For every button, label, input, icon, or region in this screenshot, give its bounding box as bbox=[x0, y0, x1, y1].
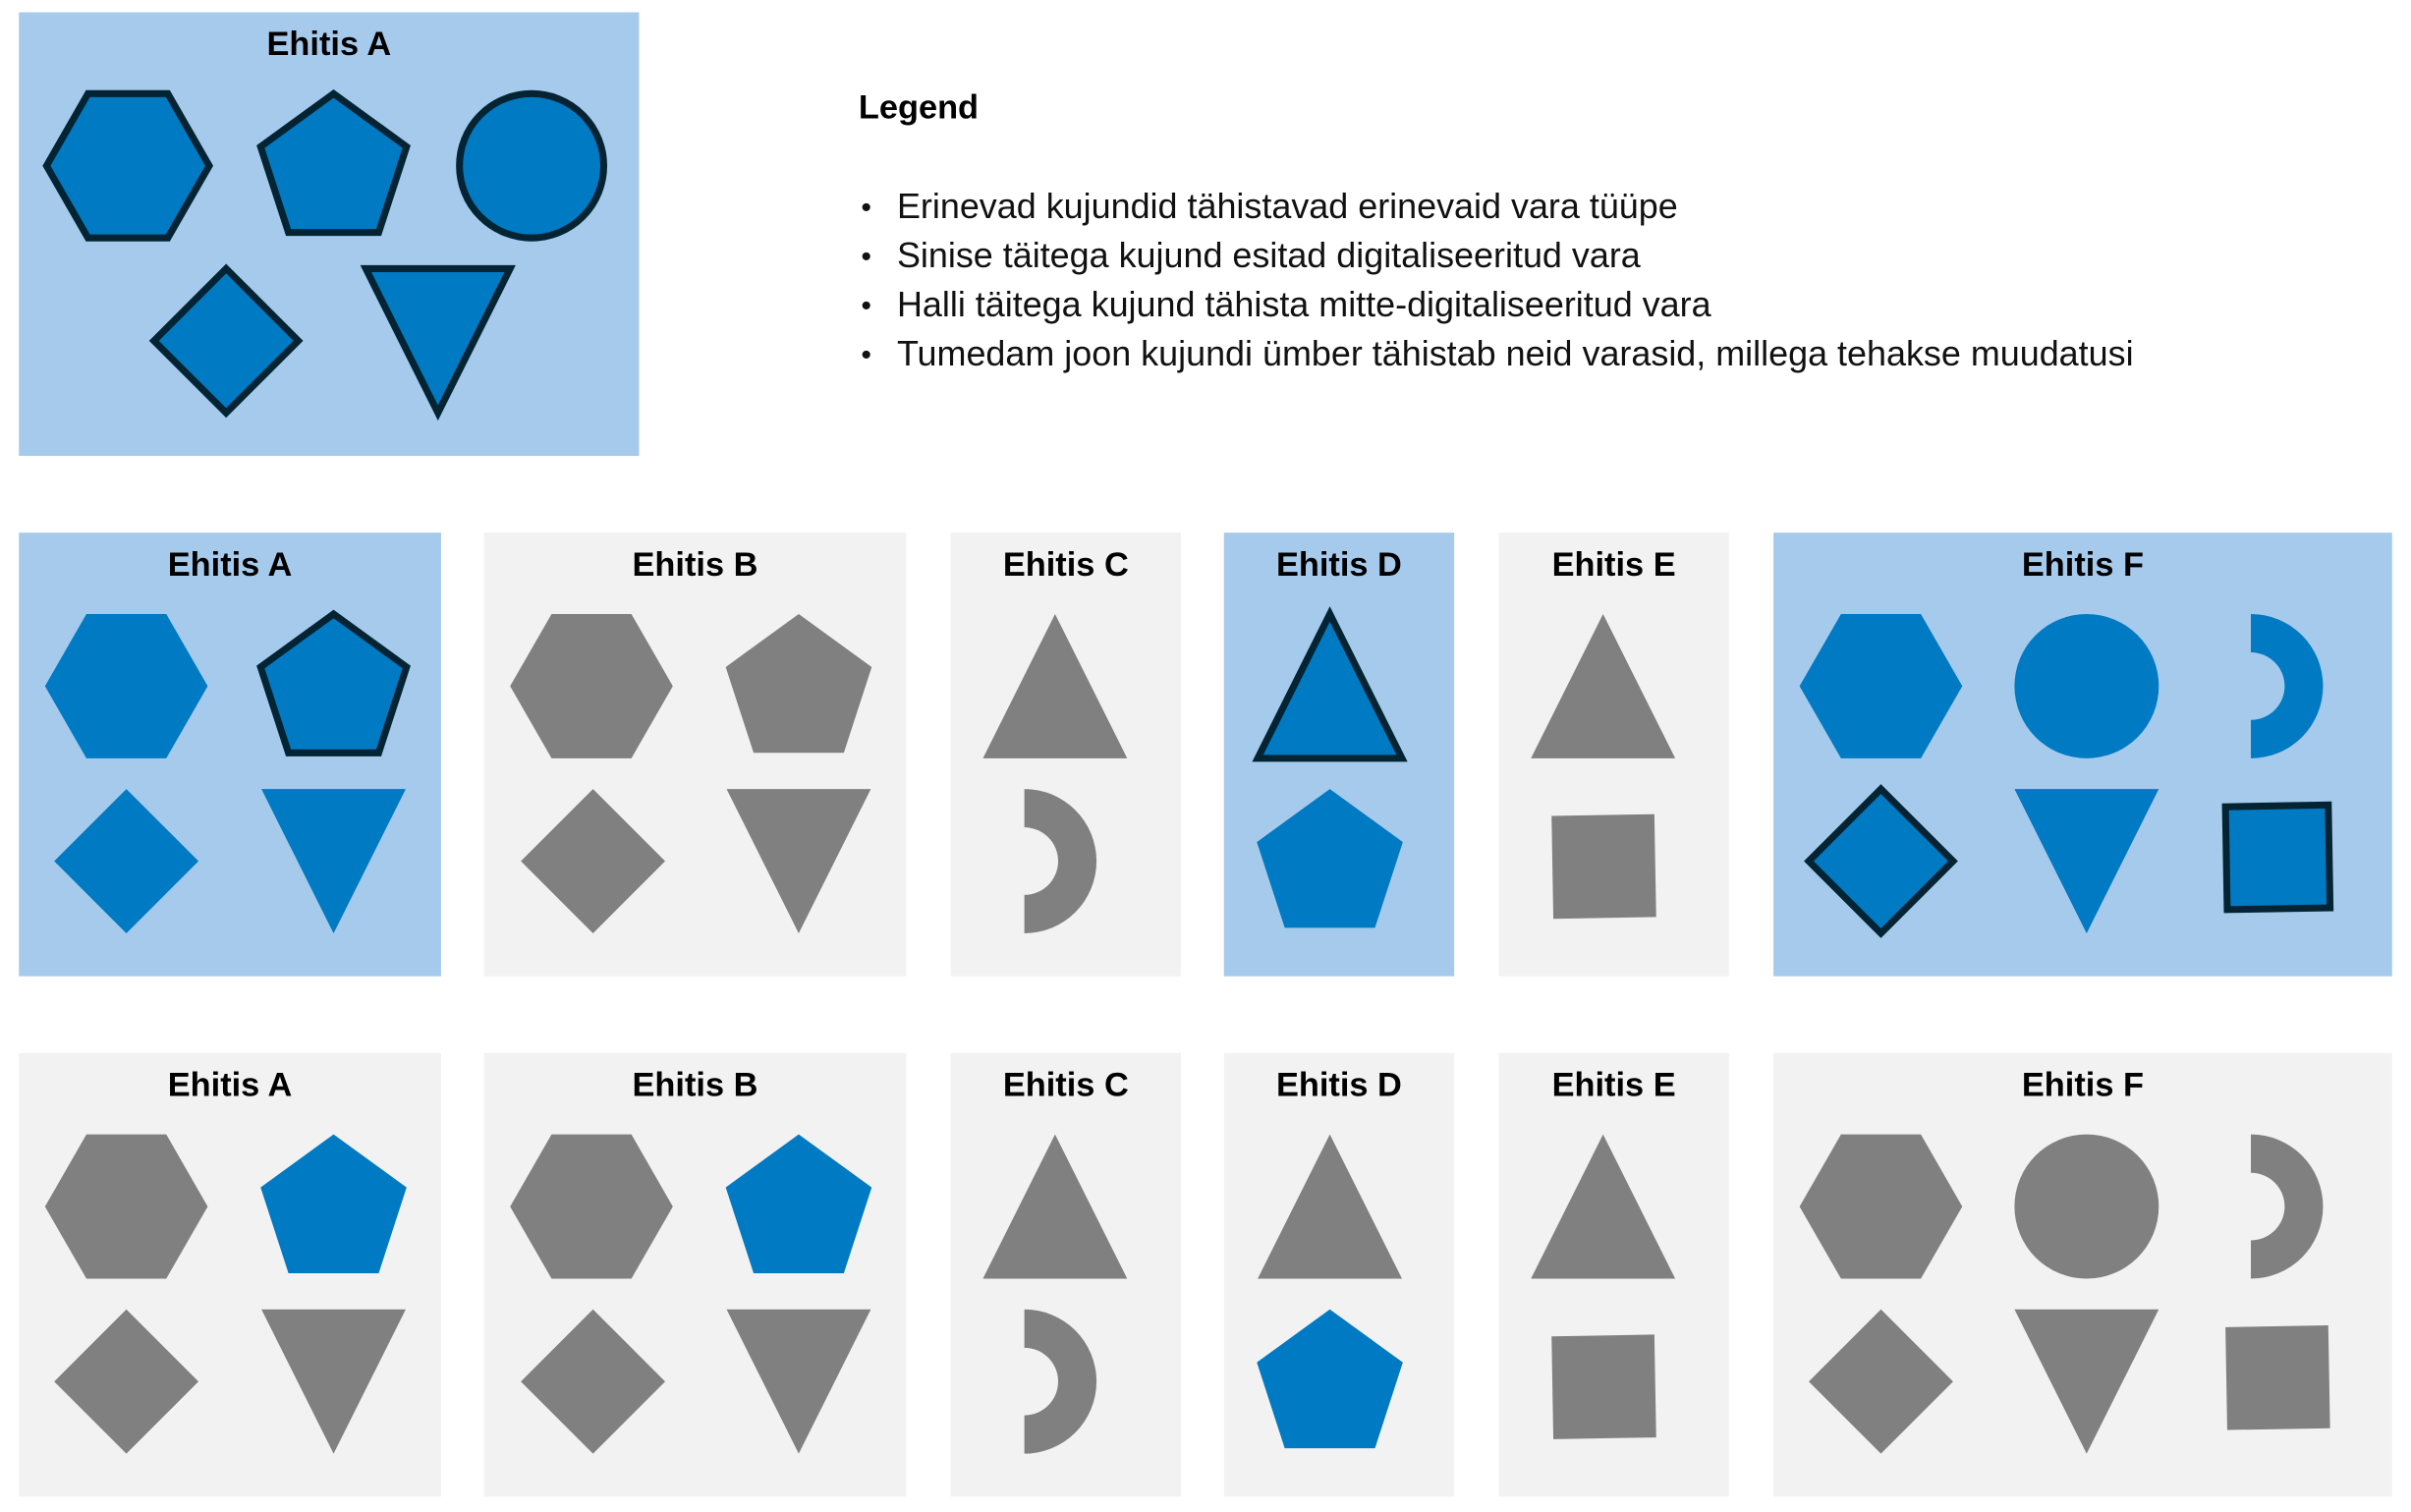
pentagon-icon bbox=[256, 88, 411, 237]
square-icon bbox=[2221, 801, 2334, 914]
building-row: Ehitis A Ehitis B Ehitis C Ehitis D Ehitis E… bbox=[19, 532, 2392, 977]
hexagon-icon bbox=[510, 613, 673, 758]
panel-title: Ehitis B bbox=[633, 546, 758, 584]
pentagon-icon bbox=[725, 1134, 872, 1273]
building-panel: Ehitis E bbox=[1498, 1052, 1729, 1497]
legend-item: Erinevad kujundid tähistavad erinevaid v… bbox=[897, 186, 1678, 226]
square-icon bbox=[2225, 1325, 2330, 1430]
bullet-icon bbox=[862, 301, 870, 309]
diamond-icon bbox=[1804, 784, 1958, 938]
diamond-icon bbox=[148, 263, 304, 419]
building-panel: Ehitis B bbox=[483, 1052, 907, 1497]
legend: Legend Erinevad kujundid tähistavad erin… bbox=[859, 88, 2134, 373]
building-panel: Ehitis C bbox=[950, 1052, 1182, 1497]
diamond-icon bbox=[54, 1309, 199, 1454]
circle-icon bbox=[456, 89, 608, 242]
bullet-icon bbox=[862, 350, 870, 359]
crescent-icon bbox=[2251, 613, 2324, 758]
legend-item: Sinise täitega kujund esitad digitalisee… bbox=[897, 235, 1641, 275]
triangle-up-icon bbox=[1258, 1134, 1402, 1279]
panel-title: Ehitis E bbox=[1552, 546, 1676, 584]
legend-item: Halli täitega kujund tähista mitte-digit… bbox=[897, 284, 1711, 324]
bullet-icon bbox=[862, 252, 870, 260]
square-icon bbox=[1551, 1334, 1656, 1439]
legend-title: Legend bbox=[859, 88, 979, 126]
panel-title: Ehitis F bbox=[2022, 1067, 2144, 1104]
crescent-icon bbox=[1024, 1309, 1097, 1454]
square-icon bbox=[1551, 813, 1656, 920]
panel-title: Ehitis F bbox=[2022, 546, 2144, 584]
circle-icon bbox=[2014, 1134, 2159, 1279]
building-panel: Ehitis D bbox=[1223, 532, 1455, 977]
diamond-icon bbox=[1809, 1309, 1953, 1454]
legend-item: Tumedam joon kujundi ümber tähistab neid… bbox=[897, 333, 2134, 373]
building-panel: Ehitis D bbox=[1223, 1052, 1455, 1497]
crescent-icon bbox=[2251, 1134, 2324, 1279]
panel-background bbox=[483, 532, 907, 977]
building-panel: Ehitis B bbox=[483, 532, 907, 977]
hexagon-icon bbox=[510, 1134, 673, 1279]
pentagon-icon bbox=[1257, 1309, 1403, 1449]
building-panel: Ehitis E bbox=[1498, 532, 1729, 977]
pentagon-icon bbox=[260, 1134, 407, 1273]
hexagon-icon bbox=[1799, 1134, 1963, 1279]
building-panel: Ehitis A bbox=[19, 12, 640, 457]
panel-background bbox=[483, 1052, 907, 1497]
triangle-down-icon bbox=[726, 789, 871, 933]
diamond-icon bbox=[54, 789, 199, 933]
building-panel: Ehitis A bbox=[19, 532, 441, 977]
building-panel: Ehitis C bbox=[950, 532, 1182, 977]
triangle-down-icon bbox=[360, 264, 516, 421]
circle-icon bbox=[2014, 613, 2159, 758]
triangle-down-icon bbox=[726, 1309, 871, 1454]
panel-title: Ehitis A bbox=[168, 1067, 293, 1104]
building-rows: Ehitis A Ehitis B Ehitis C Ehitis D Ehitis E… bbox=[19, 532, 2392, 1497]
triangle-down-icon bbox=[2014, 1309, 2159, 1454]
panel-title: Ehitis B bbox=[633, 1067, 758, 1104]
hexagon-icon bbox=[1799, 613, 1963, 758]
pentagon-icon bbox=[725, 613, 872, 754]
diamond-icon bbox=[521, 789, 666, 933]
triangle-down-icon bbox=[261, 789, 406, 933]
triangle-down-icon bbox=[261, 1309, 406, 1454]
crescent-icon bbox=[1024, 789, 1097, 933]
pentagon-icon bbox=[1257, 789, 1403, 928]
panel-title: Ehitis C bbox=[1003, 546, 1129, 584]
triangle-up-icon bbox=[1531, 1134, 1676, 1279]
panel-title: Ehitis D bbox=[1276, 546, 1402, 584]
panel-background bbox=[19, 1052, 441, 1497]
pentagon-icon bbox=[256, 609, 411, 756]
example-panel: Ehitis A bbox=[19, 12, 640, 457]
building-panel: Ehitis F bbox=[1773, 1052, 2392, 1497]
bullet-icon bbox=[862, 202, 870, 211]
building-row: Ehitis A Ehitis B Ehitis C Ehitis D Ehitis E… bbox=[19, 1052, 2392, 1497]
triangle-up-icon bbox=[982, 1134, 1128, 1279]
panel-title: Ehitis D bbox=[1276, 1067, 1402, 1104]
panel-title: Ehitis E bbox=[1552, 1067, 1676, 1104]
hexagon-icon bbox=[44, 613, 208, 758]
building-panel: Ehitis F bbox=[1773, 532, 2392, 977]
triangle-up-icon bbox=[982, 613, 1128, 758]
diamond-icon bbox=[521, 1309, 666, 1454]
hexagon-icon bbox=[44, 1134, 208, 1279]
panel-title: Ehitis C bbox=[1003, 1067, 1129, 1104]
building-panel: Ehitis A bbox=[19, 1052, 441, 1497]
panel-title: Ehitis A bbox=[267, 26, 392, 63]
triangle-up-icon bbox=[1531, 613, 1676, 758]
triangle-up-icon bbox=[1252, 606, 1408, 762]
panel-title: Ehitis A bbox=[168, 546, 293, 584]
triangle-down-icon bbox=[2014, 789, 2159, 933]
hexagon-icon bbox=[42, 89, 214, 242]
